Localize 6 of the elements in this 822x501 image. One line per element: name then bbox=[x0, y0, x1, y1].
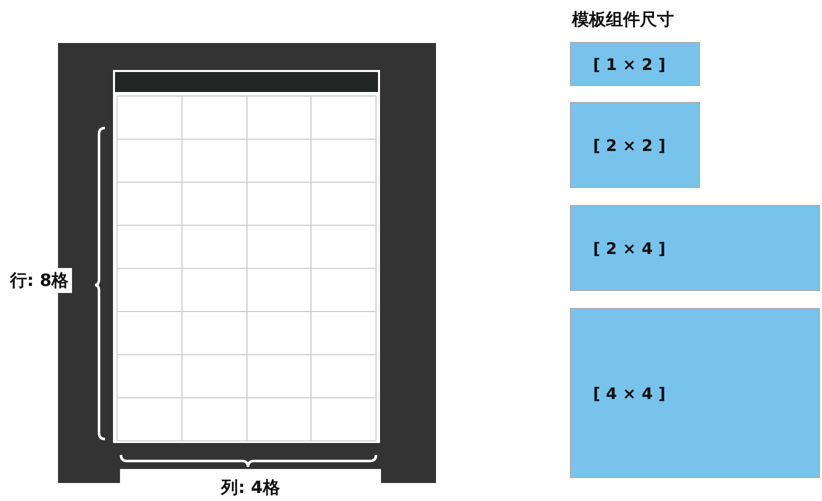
legend-title: 模板组件尺寸 bbox=[572, 9, 674, 31]
widget-size-block: [ 2 × 2 ] bbox=[570, 102, 700, 188]
widget-size-block: [ 2 × 4 ] bbox=[570, 205, 820, 291]
dimension-label: 行: 8格 bbox=[7, 268, 72, 293]
widget-size-block: [ 1 × 2 ] bbox=[570, 42, 700, 86]
widget-size-block: [ 4 × 4 ] bbox=[570, 308, 820, 478]
